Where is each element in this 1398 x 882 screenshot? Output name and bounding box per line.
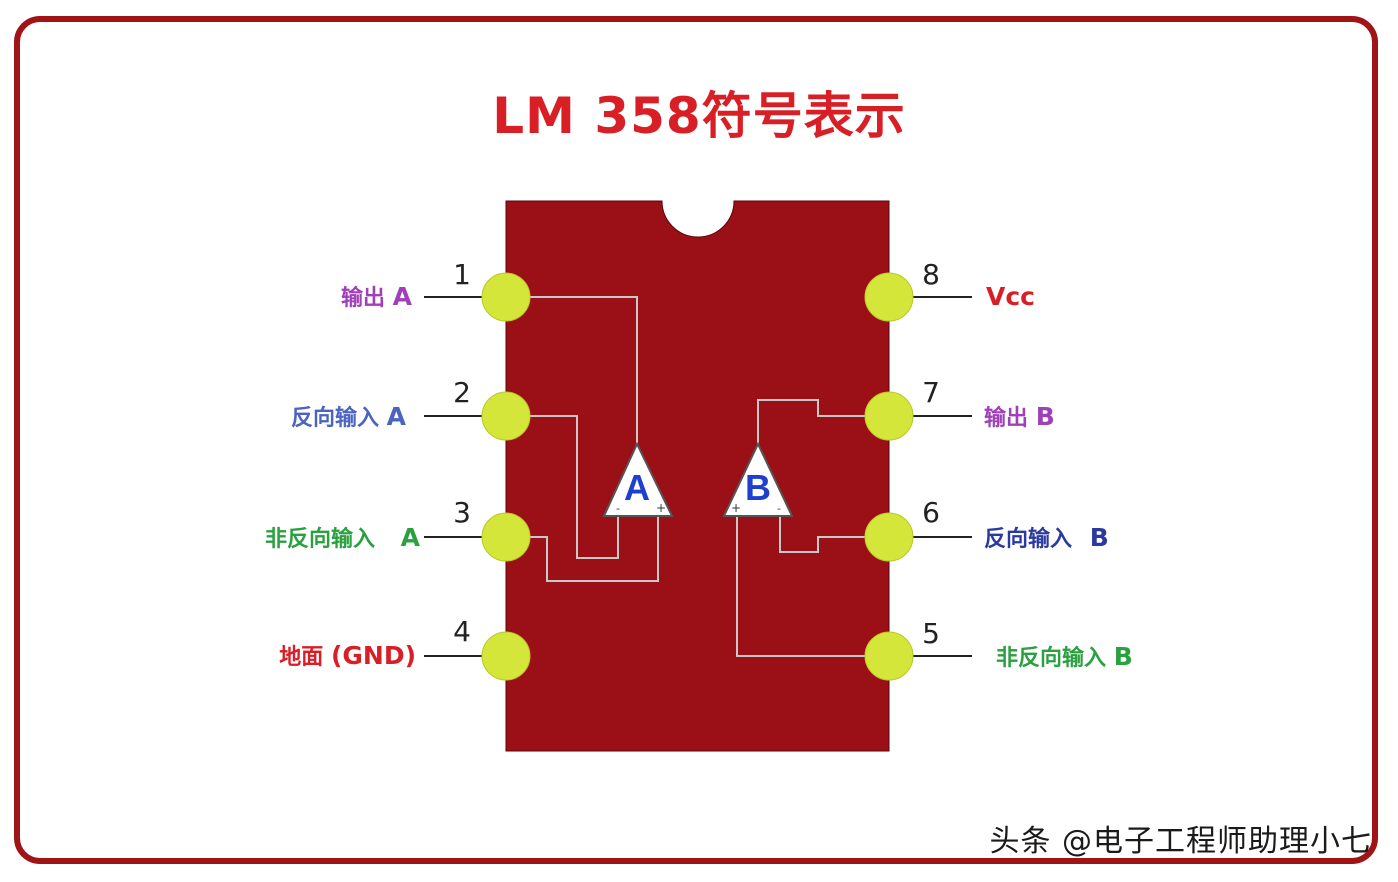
wire-pin3-noninverting-a — [530, 516, 659, 582]
opamp-a-label: A — [624, 467, 650, 508]
pin-number-2: 2 — [453, 376, 471, 409]
pin-label-1-suffix: A — [392, 282, 412, 311]
pin-label-4-suffix: (GND) — [330, 641, 416, 670]
pin-label-2-suffix: A — [386, 402, 406, 431]
pin-label-2: 反向输入 A — [291, 404, 406, 430]
pin-pad-6 — [864, 512, 914, 562]
pin-label-4: 地面 (GND) — [279, 643, 416, 669]
pin-number-5: 5 — [922, 617, 940, 650]
opamp-b-plus-sign: + — [731, 501, 741, 515]
wire-pin5-noninverting-b — [736, 516, 866, 657]
pin-number-4: 4 — [453, 615, 471, 648]
opamp-b-label: B — [745, 467, 771, 508]
watermark: 头条 @电子工程师助理小七 — [989, 824, 1372, 859]
wire-pin2-inverting-a — [528, 415, 619, 559]
pin-label-3-suffix: A — [400, 523, 420, 552]
pin-label-1-text: 输出 — [340, 286, 385, 311]
opamp-a-plus-sign: + — [656, 501, 666, 515]
diagram-title: LM 358符号表示 — [492, 87, 906, 145]
pin-label-6-text: 反向输入 — [984, 527, 1073, 552]
pin-pad-3 — [481, 512, 531, 562]
pin-label-7-text: 输出 — [984, 406, 1029, 431]
pin-label-8-suffix: Vcc — [986, 282, 1035, 311]
pin-pad-5 — [864, 631, 914, 681]
pin-label-4-text: 地面 — [279, 645, 324, 670]
pin-number-1: 1 — [453, 258, 471, 291]
pin-label-7-suffix: B — [1035, 402, 1055, 431]
pin-label-5: 非反向输入 B — [996, 644, 1133, 670]
opamp-a-triangle — [602, 441, 674, 517]
pin-label-5-text: 非反向输入 — [996, 646, 1107, 671]
pin-label-3: 非反向输入 A — [265, 525, 420, 551]
opamp-b-minus-sign: - — [777, 502, 781, 515]
pin-number-8: 8 — [922, 258, 940, 291]
border-frame — [14, 16, 1378, 864]
pin-number-6: 6 — [922, 496, 940, 529]
pin-label-6: 反向输入 B — [984, 525, 1109, 551]
pin-pad-1 — [481, 272, 531, 322]
pin-pad-2 — [481, 391, 531, 441]
opamp-a-minus-sign: - — [616, 502, 620, 515]
pin-pad-8 — [864, 272, 914, 322]
pin-label-3-text: 非反向输入 — [264, 527, 375, 552]
pin-label-6-suffix: B — [1089, 523, 1109, 552]
pin-pad-4 — [481, 631, 531, 681]
pin-pads — [481, 272, 914, 681]
pin-number-7: 7 — [922, 376, 940, 409]
pin-label-2-text: 反向输入 — [290, 406, 379, 431]
wire-pin6-inverting-b — [779, 516, 866, 553]
pin-label-8: Vcc — [986, 284, 1035, 310]
wire-pin7-output-b — [757, 399, 866, 444]
chip-body — [505, 200, 890, 752]
pin-label-5-suffix: B — [1113, 642, 1133, 671]
pin-label-7: 输出 B — [984, 404, 1055, 430]
internal-wiring — [528, 296, 866, 657]
opamp-b-triangle — [722, 441, 794, 517]
pin-pad-7 — [864, 391, 914, 441]
pin-number-3: 3 — [453, 496, 471, 529]
pin-label-1: 输出 A — [341, 284, 412, 310]
wire-pin1-output-a — [528, 296, 638, 444]
